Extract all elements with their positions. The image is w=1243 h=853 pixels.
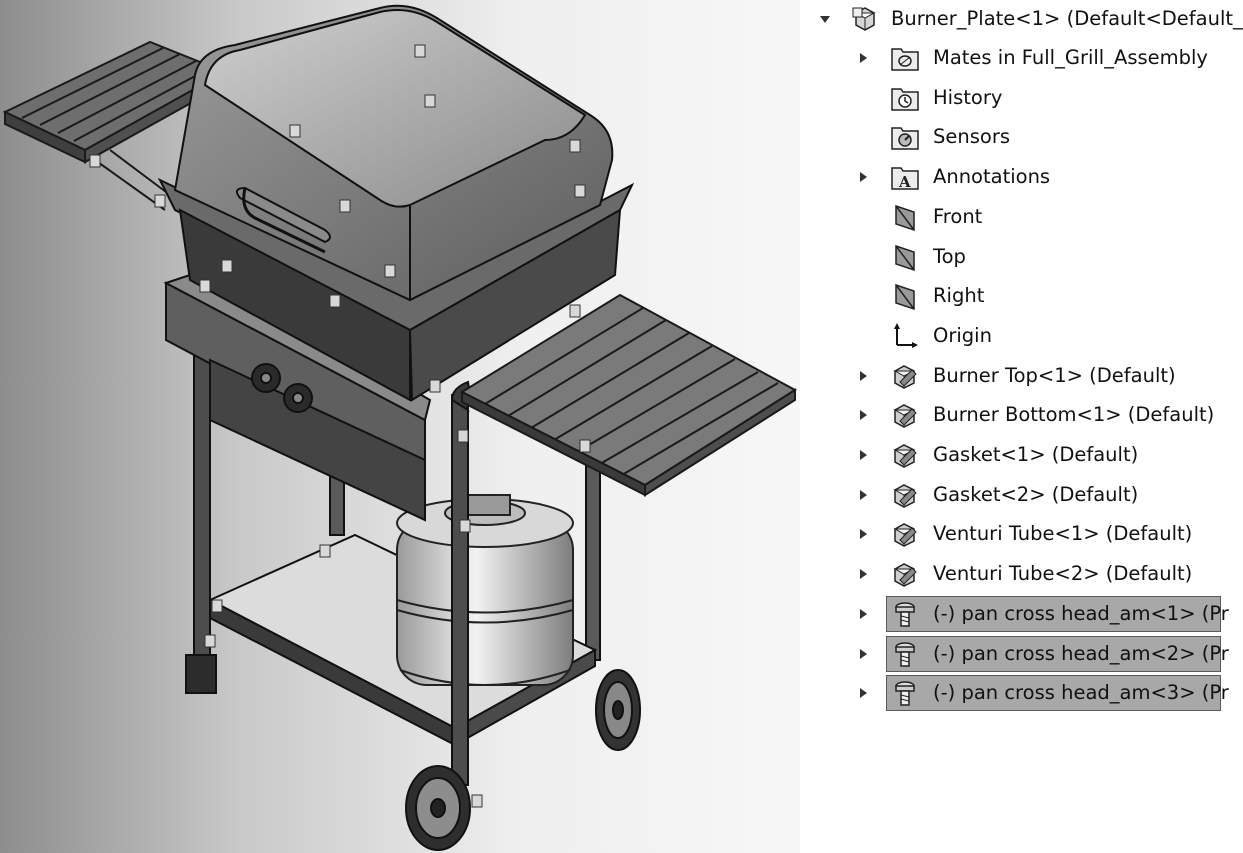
mates-folder-icon	[890, 44, 920, 72]
tree-item[interactable]: Gasket<2> (Default)	[800, 476, 1215, 514]
part-icon	[890, 362, 920, 390]
grill-lid	[173, 4, 614, 302]
annotations-folder-icon: A	[890, 163, 920, 191]
tree-item[interactable]: Burner Top<1> (Default)	[800, 357, 1215, 395]
tree-item-label: Venturi Tube<2> (Default)	[933, 562, 1193, 586]
history-folder-icon	[890, 84, 920, 112]
expand-arrow-icon[interactable]	[860, 569, 867, 580]
expand-arrow-icon[interactable]	[860, 370, 867, 381]
expand-arrow-icon[interactable]	[860, 410, 867, 421]
expand-arrow-icon[interactable]	[860, 648, 867, 659]
tree-item[interactable]: History	[800, 79, 1215, 117]
tree-root-burner-plate[interactable]: Burner_Plate<1> (Default<Default_	[800, 0, 1243, 38]
tree-item[interactable]: Front	[800, 198, 1215, 236]
tree-item-label: Sensors	[933, 125, 1011, 149]
mate-glyphs	[89, 44, 591, 808]
expand-arrow-icon[interactable]	[860, 608, 867, 619]
tree-item[interactable]: Sensors	[800, 118, 1215, 156]
part-icon	[890, 520, 920, 548]
tree-item[interactable]: A Annotations	[800, 158, 1215, 196]
expand-arrow-icon[interactable]	[860, 53, 867, 63]
tree-item-label: Burner Bottom<1> (Default)	[933, 403, 1215, 427]
svg-text:A: A	[898, 173, 911, 191]
graphics-viewport[interactable]	[0, 0, 800, 853]
expand-arrow-icon[interactable]	[860, 688, 867, 699]
part-icon	[890, 401, 920, 429]
tree-item[interactable]: (-) pan cross head_am<2> (Pr	[800, 635, 1229, 673]
tree-item[interactable]: Venturi Tube<1> (Default)	[800, 515, 1215, 553]
tree-item-label: Origin	[933, 323, 992, 347]
plane-icon	[890, 282, 920, 311]
feature-manager-tree[interactable]: Burner_Plate<1> (Default<Default_ Mates …	[800, 0, 1243, 853]
tree-item-label: Front	[933, 204, 983, 228]
wheels	[405, 669, 641, 851]
right-side-shelf	[459, 293, 797, 497]
control-panel	[163, 268, 432, 522]
tree-item-label: (-) pan cross head_am<1> (Pr	[933, 601, 1229, 625]
expand-arrow-icon[interactable]	[860, 450, 867, 460]
tree-item[interactable]: Burner Bottom<1> (Default)	[800, 396, 1215, 434]
tree-item-label: (-) pan cross head_am<3> (Pr	[933, 681, 1229, 705]
part-icon	[890, 481, 920, 509]
propane-tank	[396, 494, 574, 686]
origin-icon	[890, 322, 920, 350]
left-side-shelf	[2, 40, 228, 211]
screw-icon	[890, 679, 920, 707]
selection-highlight	[886, 635, 1221, 672]
gas-grill-3d-model[interactable]	[0, 0, 800, 853]
assembly-icon	[850, 5, 880, 33]
sensors-folder-icon	[890, 123, 920, 151]
tree-item[interactable]: Top	[800, 238, 1215, 276]
expand-arrow-icon[interactable]	[860, 529, 867, 540]
part-icon	[890, 441, 920, 469]
expand-arrow-icon[interactable]	[860, 172, 867, 183]
tree-item-label: Right	[933, 284, 985, 308]
front-legs	[185, 349, 472, 786]
tree-item-label: Gasket<2> (Default)	[933, 482, 1139, 506]
collapse-arrow-icon[interactable]	[820, 16, 830, 23]
tree-item[interactable]: Origin	[800, 317, 1215, 355]
plane-icon	[890, 203, 920, 231]
tree-item[interactable]: Mates in Full_Grill_Assembly	[800, 39, 1215, 77]
selection-highlight	[886, 675, 1221, 712]
selection-highlight	[886, 595, 1221, 632]
plane-icon	[890, 243, 920, 271]
tree-item[interactable]: Venturi Tube<2> (Default)	[800, 555, 1215, 593]
tree-item-label: (-) pan cross head_am<2> (Pr	[933, 641, 1229, 665]
screw-icon	[890, 640, 920, 668]
expand-arrow-icon[interactable]	[860, 489, 867, 500]
part-icon	[890, 560, 920, 588]
tree-item-label: Annotations	[933, 165, 1051, 189]
tree-item-label: Mates in Full_Grill_Assembly	[933, 46, 1208, 69]
tree-item[interactable]: Gasket<1> (Default)	[800, 436, 1215, 474]
tree-item-label: Burner Top<1> (Default)	[933, 363, 1176, 387]
tree-item[interactable]: (-) pan cross head_am<1> (Pr	[800, 595, 1229, 633]
tree-item-label: Venturi Tube<1> (Default)	[933, 522, 1193, 546]
tree-item[interactable]: (-) pan cross head_am<3> (Pr	[800, 674, 1229, 712]
screw-icon	[890, 600, 920, 628]
tree-item-label: Top	[933, 244, 966, 268]
tree-root-label: Burner_Plate<1> (Default<Default_	[891, 7, 1243, 30]
tree-item-label: History	[933, 85, 1003, 109]
tree-item-label: Gasket<1> (Default)	[933, 443, 1139, 466]
tree-item[interactable]: Right	[800, 277, 1215, 315]
